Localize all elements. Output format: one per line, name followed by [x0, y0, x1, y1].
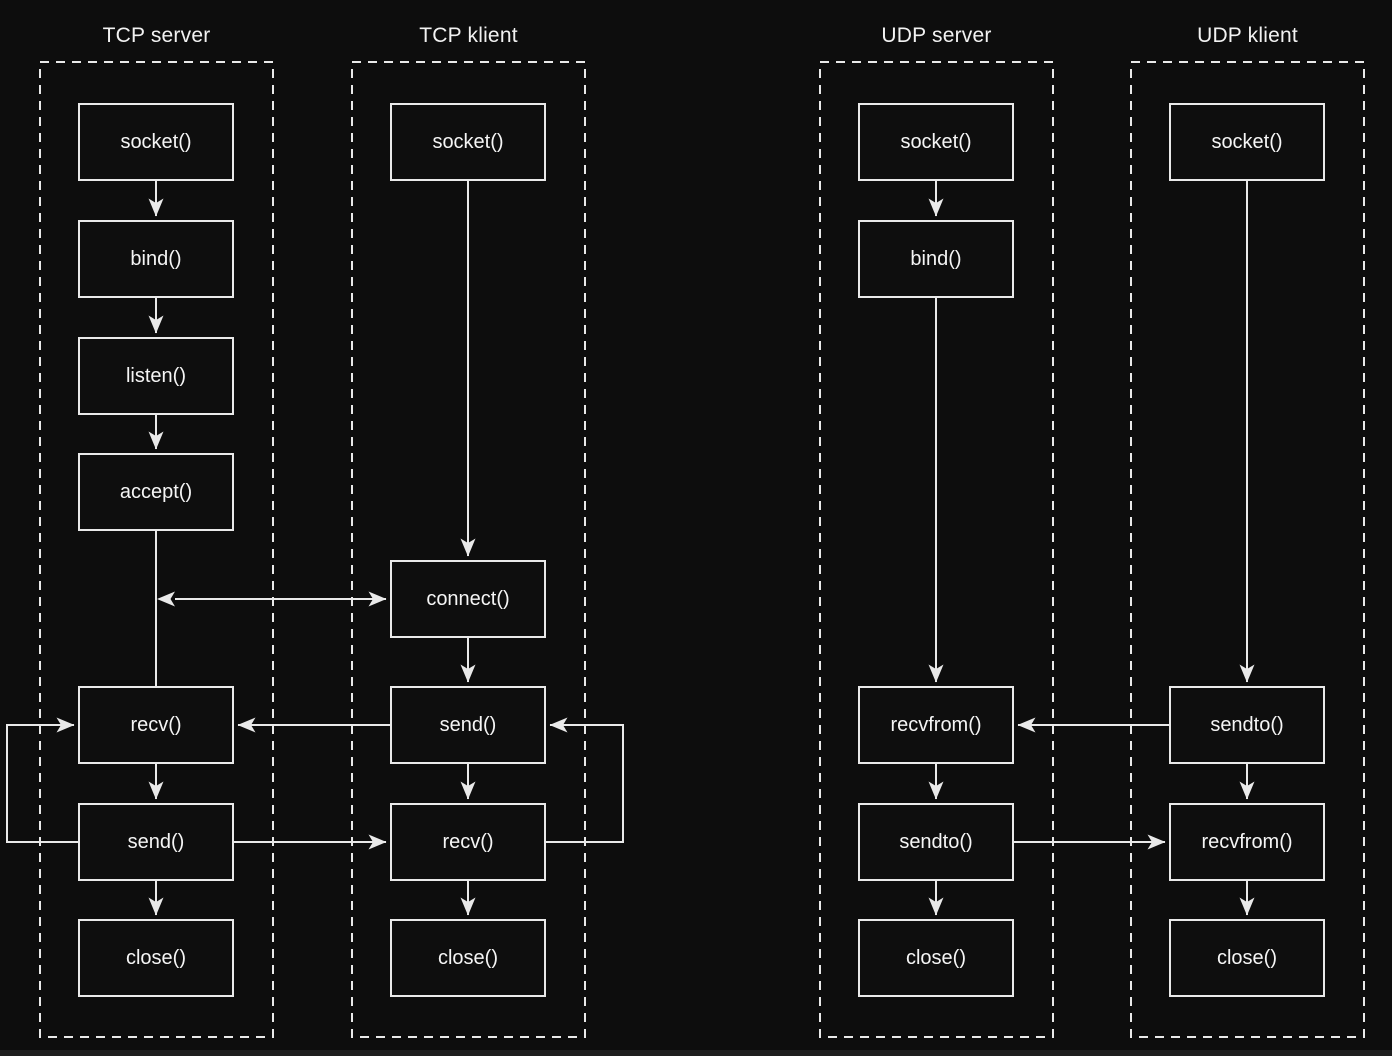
column-title-tcp-klient: TCP klient [419, 24, 518, 47]
node-tcpserver-listen: listen() [78, 337, 234, 415]
node-udpserver-sendto: sendto() [858, 803, 1014, 881]
edge-accept-connect-left-arrowhead [157, 591, 175, 607]
screen-bottom-edge [0, 1050, 1392, 1056]
frame-tcp-klient [351, 61, 586, 1038]
node-tcpserver-close: close() [78, 919, 234, 997]
node-tcpserver-bind: bind() [78, 220, 234, 298]
node-udpserver-recvfrom: recvfrom() [858, 686, 1014, 764]
frame-udp-klient [1130, 61, 1365, 1038]
column-title-udp-server: UDP server [881, 24, 992, 47]
node-udpklient-sendto: sendto() [1169, 686, 1325, 764]
node-tcpklient-connect: connect() [390, 560, 546, 638]
node-tcpserver-accept: accept() [78, 453, 234, 531]
frame-udp-server [819, 61, 1054, 1038]
node-tcpklient-recv: recv() [390, 803, 546, 881]
node-udpklient-close: close() [1169, 919, 1325, 997]
node-udpserver-bind: bind() [858, 220, 1014, 298]
node-tcpserver-send: send() [78, 803, 234, 881]
node-tcpklient-send: send() [390, 686, 546, 764]
node-tcpklient-socket: socket() [390, 103, 546, 181]
column-title-tcp-server: TCP server [102, 24, 211, 47]
node-udpklient-recvfrom: recvfrom() [1169, 803, 1325, 881]
node-udpklient-socket: socket() [1169, 103, 1325, 181]
node-udpserver-socket: socket() [858, 103, 1014, 181]
loop-tcpserver-send-recv [6, 717, 78, 843]
node-udpserver-close: close() [858, 919, 1014, 997]
column-title-udp-klient: UDP klient [1197, 24, 1298, 47]
node-tcpserver-socket: socket() [78, 103, 234, 181]
frame-tcp-server [39, 61, 274, 1038]
node-tcpserver-recv: recv() [78, 686, 234, 764]
node-tcpklient-close: close() [390, 919, 546, 997]
loop-tcpklient-recv-send [546, 717, 624, 843]
